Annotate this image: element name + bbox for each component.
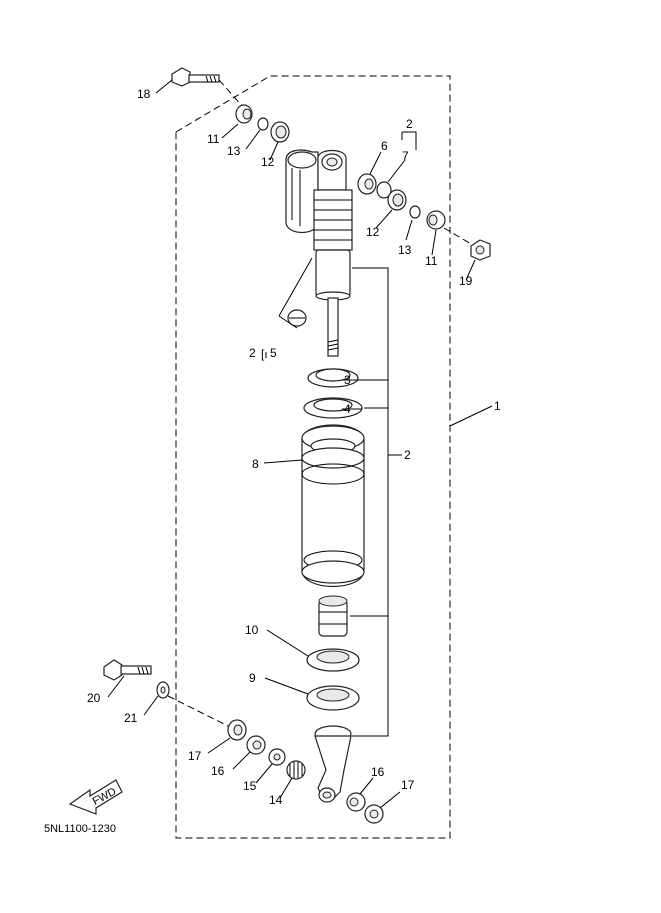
diagram-code: 5NL1100-1230 <box>44 823 116 835</box>
callout-13-right: 13 <box>398 243 412 257</box>
collar-right-bottom[interactable] <box>364 804 384 824</box>
callout-7: 7 <box>402 149 409 163</box>
adjuster-ring[interactable] <box>303 397 363 419</box>
bushing-right-bottom[interactable] <box>346 792 366 812</box>
callout-18: 18 <box>137 87 151 101</box>
oring-left-top[interactable] <box>257 117 269 131</box>
bushing-right[interactable] <box>357 173 377 195</box>
callout-8: 8 <box>252 457 259 471</box>
top-bolt[interactable] <box>171 67 220 87</box>
callout-4: 4 <box>344 402 351 416</box>
assembly-bracket-2 <box>350 267 402 737</box>
bump-stop <box>318 595 348 637</box>
bushing-left-bottom[interactable] <box>246 735 266 755</box>
callout-17-left: 17 <box>188 749 202 763</box>
fwd-arrow-icon: FWD <box>68 779 123 815</box>
callout-3: 3 <box>344 373 351 387</box>
callout-5: 5 <box>270 346 277 360</box>
callout-16-right: 16 <box>371 765 385 779</box>
needle-bearing[interactable] <box>286 760 306 780</box>
seal-left-top[interactable] <box>270 121 290 143</box>
collar-left-top[interactable] <box>235 104 253 124</box>
callout-21: 21 <box>124 711 138 725</box>
callout-11-right: 11 <box>425 254 438 268</box>
callout-14: 14 <box>269 793 283 807</box>
leader-lines <box>107 79 493 809</box>
callout-10: 10 <box>245 623 259 637</box>
piston-rod <box>327 297 339 357</box>
callout-2-left: 2 <box>249 346 256 360</box>
lower-clevis <box>314 725 352 803</box>
callout-6: 6 <box>381 139 388 153</box>
spacer-bottom[interactable] <box>268 748 286 766</box>
callout-13-left: 13 <box>227 144 241 158</box>
callout-1: 1 <box>494 399 501 413</box>
collar-right-top[interactable] <box>426 210 446 230</box>
seal-right-top[interactable] <box>387 189 407 211</box>
damper-body <box>315 249 351 301</box>
assembly-boundary <box>175 75 451 839</box>
callout-2-top: 2 <box>406 117 413 131</box>
fwd-label: FWD <box>91 786 119 808</box>
top-nut[interactable] <box>470 239 491 261</box>
spring[interactable] <box>301 424 365 587</box>
lower-washer[interactable] <box>156 681 170 699</box>
spring-guide[interactable] <box>306 685 360 711</box>
callout-16-left: 16 <box>211 764 225 778</box>
callout-11-left: 11 <box>207 132 220 146</box>
adjuster-cap[interactable] <box>287 309 307 327</box>
callout-20: 20 <box>87 691 101 705</box>
callout-12-right: 12 <box>366 225 380 239</box>
lower-bolt[interactable] <box>103 659 152 681</box>
callout-19: 19 <box>459 274 473 288</box>
upper-adjuster <box>313 189 353 251</box>
bracket-glyph: [ <box>261 347 265 361</box>
callout-12-left: 12 <box>261 155 275 169</box>
callout-2-mid: 2 <box>404 448 411 462</box>
spring-seat[interactable] <box>306 648 360 672</box>
oring-right-top[interactable] <box>409 205 421 219</box>
callout-9: 9 <box>249 671 256 685</box>
reservoir <box>285 149 319 234</box>
collar-left-bottom[interactable] <box>227 719 247 741</box>
locknut[interactable] <box>307 368 359 388</box>
top-clevis <box>317 149 347 191</box>
bearing-right[interactable] <box>376 181 392 199</box>
callout-15: 15 <box>243 779 257 793</box>
callout-17-right: 17 <box>401 778 415 792</box>
